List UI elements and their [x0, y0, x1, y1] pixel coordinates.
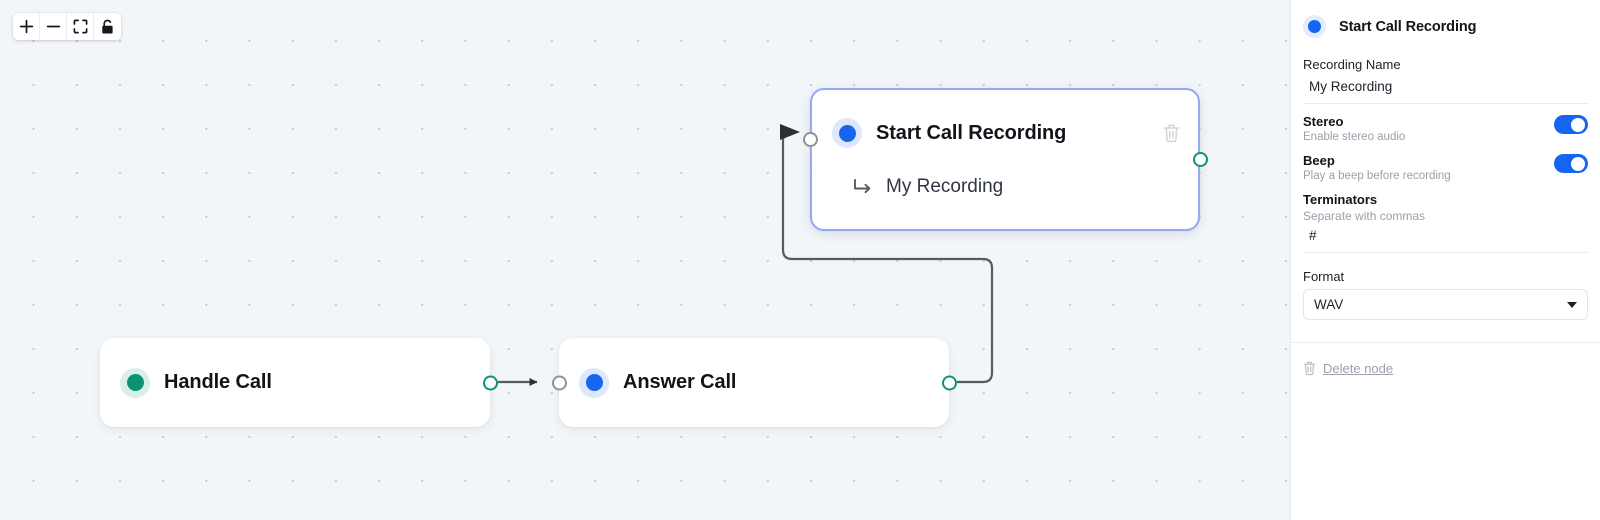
stereo-description: Enable stereo audio	[1303, 131, 1406, 143]
delete-node-label: Delete node	[1323, 361, 1394, 376]
node-title: Answer Call	[623, 371, 737, 393]
recording-name-input[interactable]	[1303, 76, 1588, 97]
node-start-call-recording[interactable]: Start Call Recording My Recording	[802, 88, 1208, 231]
node-output-handle[interactable]	[482, 375, 498, 390]
delete-node-button[interactable]: Delete node	[1303, 361, 1588, 376]
lock-button[interactable]	[94, 13, 121, 40]
node-input-handle[interactable]	[551, 375, 567, 390]
node-handle-call[interactable]: Handle Call	[100, 338, 498, 427]
node-status-dot-icon	[120, 367, 150, 398]
node-answer-call[interactable]: Answer Call	[551, 338, 957, 427]
trash-icon	[1303, 361, 1316, 376]
flow-canvas[interactable]: Handle Call Answer Call Start Call Recor…	[0, 0, 1290, 520]
node-input-handle[interactable]	[802, 132, 818, 147]
stereo-label: Stereo	[1303, 114, 1344, 129]
node-settings-panel: Start Call Recording Recording Name Ster…	[1290, 0, 1600, 520]
panel-title: Start Call Recording	[1339, 18, 1477, 35]
format-selected-value: WAV	[1314, 297, 1344, 312]
panel-divider	[1291, 342, 1600, 343]
subtitle-arrow-icon	[853, 178, 873, 196]
node-header-row: Handle Call	[100, 338, 490, 427]
fit-view-icon	[73, 19, 87, 34]
recording-name-label: Recording Name	[1303, 57, 1401, 72]
terminators-label: Terminators	[1303, 192, 1378, 207]
lock-icon	[102, 19, 113, 33]
edge-arrowhead-start-call-recording	[780, 124, 800, 140]
node-title: Handle Call	[164, 371, 272, 393]
beep-toggle[interactable]	[1554, 154, 1588, 173]
minus-icon	[46, 25, 60, 28]
zoom-out-button[interactable]	[40, 13, 67, 40]
stereo-row: Stereo Enable stereo audio	[1303, 114, 1588, 143]
terminators-input[interactable]	[1303, 225, 1588, 246]
beep-row: Beep Play a beep before recording	[1303, 153, 1588, 182]
beep-description: Play a beep before recording	[1303, 170, 1451, 182]
node-header-row: Answer Call	[559, 338, 949, 427]
node-delete-icon[interactable]	[1163, 124, 1180, 143]
zoom-in-button[interactable]	[13, 13, 40, 40]
panel-header: Start Call Recording	[1303, 0, 1588, 53]
node-subtitle-row: My Recording	[812, 176, 1198, 198]
format-label: Format	[1303, 269, 1345, 284]
edges-layer	[498, 124, 994, 386]
stereo-toggle[interactable]	[1554, 115, 1588, 134]
terminators-field-wrap	[1303, 223, 1588, 253]
format-select[interactable]: WAV	[1303, 289, 1588, 320]
node-title: Start Call Recording	[876, 121, 1067, 144]
node-header-row: Start Call Recording	[812, 90, 1198, 176]
terminators-description: Separate with commas	[1303, 209, 1426, 223]
node-output-handle[interactable]	[941, 375, 957, 390]
fit-view-button[interactable]	[67, 13, 94, 40]
plus-icon	[19, 19, 33, 34]
panel-node-dot-icon	[1303, 15, 1326, 38]
beep-label: Beep	[1303, 153, 1335, 168]
node-status-dot-icon	[579, 367, 609, 398]
node-subtitle: My Recording	[886, 176, 1004, 197]
canvas-toolbar	[13, 13, 121, 40]
node-output-handle[interactable]	[1192, 152, 1208, 167]
node-status-dot-icon	[832, 118, 862, 148]
recording-name-field-wrap	[1303, 72, 1588, 104]
chevron-down-icon	[1567, 301, 1577, 308]
